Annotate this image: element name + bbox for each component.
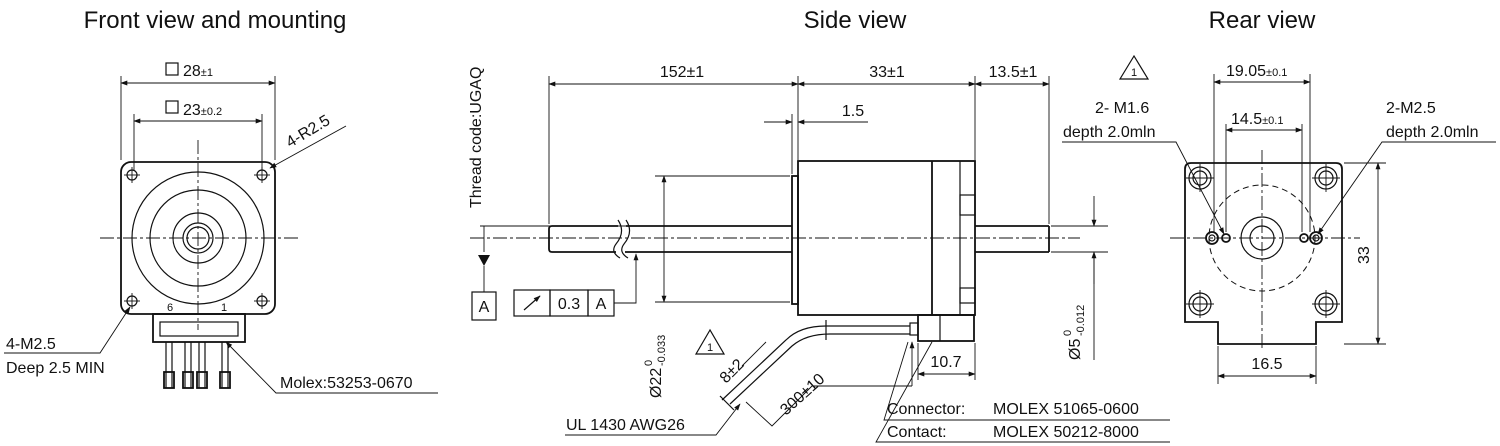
dim-13-5: 13.5±1 <box>989 64 1038 81</box>
side-flange <box>791 175 799 305</box>
side-view-title: Side view <box>804 7 907 34</box>
svg-text:-0.033: -0.033 <box>656 335 668 366</box>
connector-leader <box>225 341 438 394</box>
front-view: 6 1 28±1 23±0.2 4-R2.5 4-M2.5 Deep 2.5 M… <box>4 62 438 394</box>
mount-hole-depth: Deep 2.5 MIN <box>6 360 105 377</box>
side-view: Thread code:UGAQ <box>468 64 1170 443</box>
mount-hole-note: 4-M2.5 <box>6 336 56 353</box>
datum-label: A <box>479 299 490 316</box>
svg-text:-0.012: -0.012 <box>1075 305 1087 336</box>
hole-depth-right: depth 2.0mln <box>1386 124 1479 141</box>
mount-hole-leader <box>4 306 131 354</box>
contact-value: MOLEX 50212-8000 <box>993 424 1139 441</box>
radius-note: 4-R2.5 <box>283 112 333 151</box>
datum-box <box>471 291 497 321</box>
rear-body-outline <box>1184 162 1343 345</box>
front-shaft-circle <box>182 222 214 254</box>
runout-frame: 0.3 A <box>513 253 639 317</box>
dim-10-7: 10.7 <box>930 354 961 371</box>
dim-16-5: 16.5 <box>1251 356 1282 373</box>
front-view-title: Front view and mounting <box>84 7 347 34</box>
dim-23: 23±0.2 <box>183 102 222 119</box>
rear-view: 19.05±0.1 14.5±0.1 1 2- M1.6 depth 2.0ml… <box>1062 54 1496 384</box>
front-pin-label-6: 6 <box>167 302 173 314</box>
square-symbol-icon <box>165 100 179 114</box>
dim-height-33: 33 <box>1356 246 1373 264</box>
dim-14-5: 14.5±0.1 <box>1231 111 1283 128</box>
connector-label: Connector: <box>887 401 965 418</box>
thread-code: Thread code:UGAQ <box>468 67 485 208</box>
dim-28: 28±1 <box>183 63 213 80</box>
side-connector <box>909 314 975 342</box>
front-connector-header <box>152 313 246 389</box>
wire-note: UL 1430 AWG26 <box>566 417 685 434</box>
connector-note: Molex:53253-0670 <box>280 375 413 392</box>
runout-value: 0.3 <box>558 296 580 313</box>
hole-depth-left: depth 2.0mln <box>1063 124 1156 141</box>
svg-text:Ø22: Ø22 <box>648 368 665 398</box>
rear-view-title: Rear view <box>1209 7 1316 34</box>
rear-warning-triangle-icon <box>1118 54 1150 80</box>
front-shaft-inner-circle <box>186 226 210 250</box>
rear-warning-mark: 1 <box>1131 67 1137 79</box>
svg-text:Ø5: Ø5 <box>1067 339 1084 360</box>
rear-threaded-holes <box>1205 231 1323 245</box>
square-symbol-icon <box>165 62 179 76</box>
runout-datum: A <box>596 296 607 313</box>
hole-note-right: 2-M2.5 <box>1386 100 1436 117</box>
warning-triangle-icon <box>694 328 726 355</box>
dim-152: 152±1 <box>660 64 704 81</box>
rear-hub-inner-circle <box>1249 225 1275 251</box>
svg-text:0: 0 <box>643 360 655 366</box>
dim-33: 33±1 <box>869 64 905 81</box>
svg-text:0: 0 <box>1062 330 1074 336</box>
front-boss-outer-circle <box>149 189 247 287</box>
side-front-shaft <box>975 225 1050 253</box>
radius-leader <box>269 125 347 169</box>
dim-1-5: 1.5 <box>842 103 864 120</box>
front-pin-label-1: 1 <box>221 302 227 314</box>
side-motor-body <box>797 160 976 316</box>
front-boss-circle <box>172 212 224 264</box>
hole-note-left: 2- M1.6 <box>1095 100 1149 117</box>
dia-22: Ø22 0 -0.033 <box>643 335 668 398</box>
rear-corner-holes <box>1186 164 1340 318</box>
dim-8: 8±2 <box>717 356 748 387</box>
datum-triangle <box>478 255 490 266</box>
side-warning-mark: 1 <box>707 342 713 354</box>
side-lead-wire <box>719 320 910 411</box>
rear-hub-circle <box>1240 216 1284 260</box>
contact-label: Contact: <box>887 424 947 441</box>
dim-19-05: 19.05±0.1 <box>1226 63 1287 80</box>
connector-value: MOLEX 51065-0600 <box>993 401 1139 418</box>
runout-arrow-icon <box>523 295 541 311</box>
front-flange-circle <box>131 171 265 305</box>
rear-hidden-circle <box>1208 184 1316 292</box>
dim-300: 300±10 <box>777 371 828 419</box>
dia-5: Ø5 0 -0.012 <box>1062 305 1087 360</box>
